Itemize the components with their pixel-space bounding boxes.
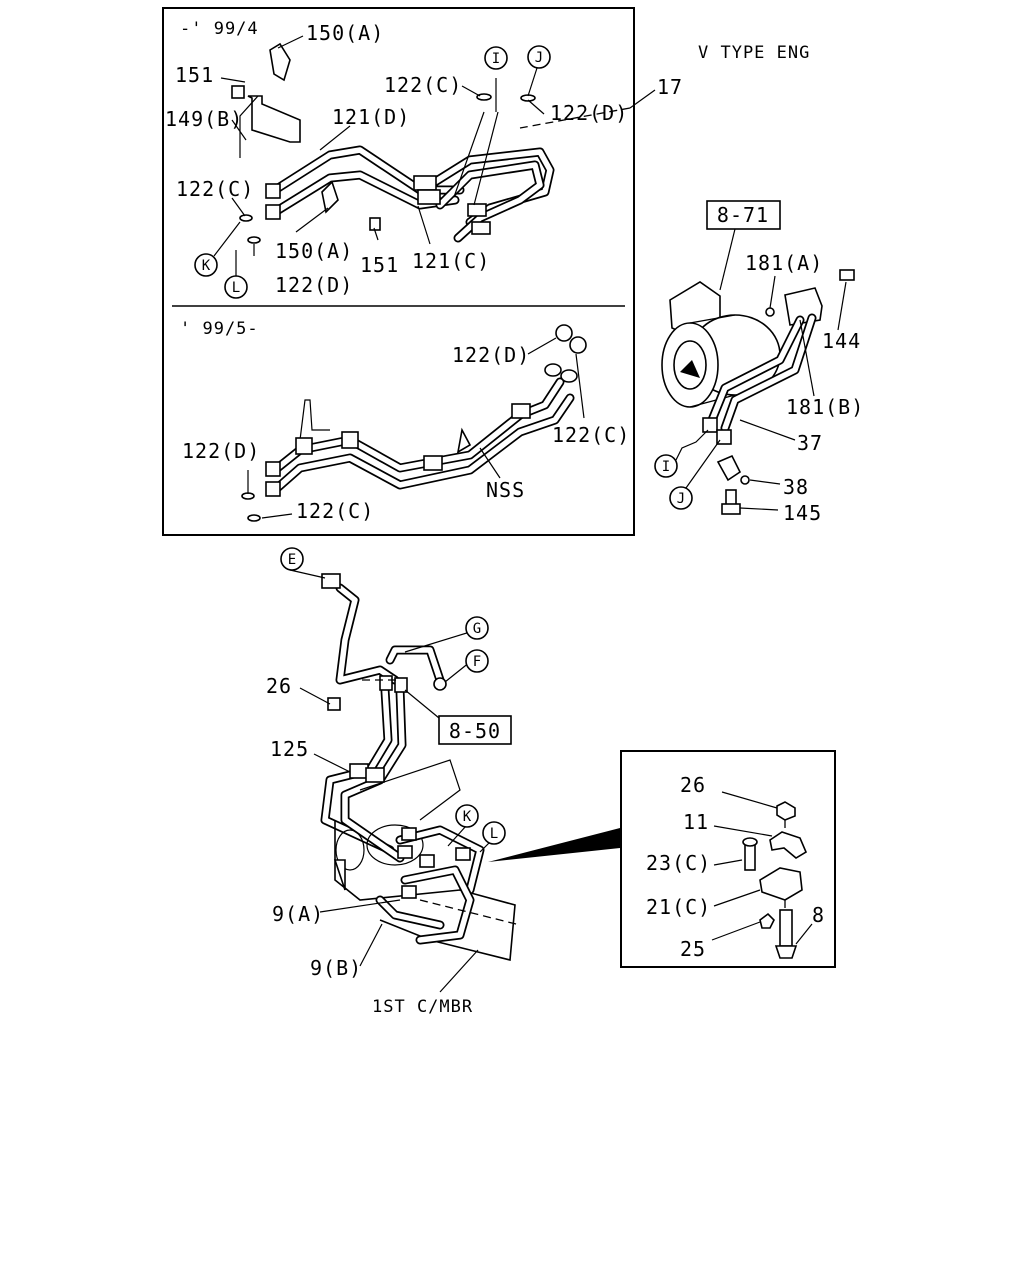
connector-j-right: J bbox=[669, 486, 693, 510]
callout-145: 145 bbox=[783, 501, 822, 525]
callout-122d-top: 122(D) bbox=[550, 101, 628, 125]
callout-121d: 121(D) bbox=[332, 105, 410, 129]
early-period-label: -' 99/4 bbox=[180, 19, 259, 39]
callout-181a: 181(A) bbox=[745, 251, 823, 275]
first-crossmember-label: 1ST C/MBR bbox=[372, 997, 473, 1017]
connector-j-right-label: J bbox=[677, 491, 685, 507]
connector-f: F bbox=[465, 649, 489, 673]
ref-box-871 bbox=[706, 200, 781, 230]
callout-nss: NSS bbox=[486, 478, 525, 502]
callout-17: 17 bbox=[657, 75, 683, 99]
lower-hose-assembly bbox=[320, 573, 521, 962]
callout-144: 144 bbox=[822, 329, 861, 353]
callout-150a-mid: 150(A) bbox=[275, 239, 353, 263]
callout-122c-late-right: 122(C) bbox=[552, 423, 630, 447]
connector-g-label: G bbox=[473, 621, 481, 637]
ref-871-label: 8-71 bbox=[717, 203, 769, 227]
connector-l-top-label: L bbox=[232, 280, 240, 296]
callout-122d-late-left: 122(D) bbox=[182, 439, 260, 463]
callout-181b: 181(B) bbox=[786, 395, 864, 419]
ref-box-850 bbox=[438, 715, 512, 745]
late-period-label: ' 99/5- bbox=[180, 319, 259, 339]
callout-21c: 21(C) bbox=[646, 895, 711, 919]
callout-23c: 23(C) bbox=[646, 851, 711, 875]
callout-26-main: 26 bbox=[266, 674, 292, 698]
callout-8: 8 bbox=[812, 903, 825, 927]
ref-850-label: 8-50 bbox=[449, 719, 501, 743]
callout-122c-top: 122(C) bbox=[384, 73, 462, 97]
callout-151-mid: 151 bbox=[360, 253, 399, 277]
callout-122c-late-bottom: 122(C) bbox=[296, 499, 374, 523]
connector-l-bottom: L bbox=[482, 821, 506, 845]
callout-25: 25 bbox=[680, 937, 706, 961]
compressor bbox=[661, 269, 855, 515]
callout-122c-left: 122(C) bbox=[176, 177, 254, 201]
inset-panel-frame bbox=[620, 750, 836, 968]
callout-9a: 9(A) bbox=[272, 902, 324, 926]
connector-i-top: I bbox=[484, 46, 508, 70]
connector-e: E bbox=[280, 547, 304, 571]
connector-i-top-label: I bbox=[492, 51, 500, 67]
connector-l-bottom-label: L bbox=[490, 826, 498, 842]
callout-149b: 149(B) bbox=[165, 107, 243, 131]
connector-k-top-label: K bbox=[202, 258, 211, 274]
engine-type-label: V TYPE ENG bbox=[698, 43, 810, 63]
callout-151-top: 151 bbox=[175, 63, 214, 87]
early-hose-assembly bbox=[231, 42, 555, 244]
top-panel-frame bbox=[162, 7, 635, 536]
callout-125: 125 bbox=[270, 737, 309, 761]
callout-122d-late-top: 122(D) bbox=[452, 343, 530, 367]
connector-g: G bbox=[465, 616, 489, 640]
connector-f-label: F bbox=[473, 654, 481, 670]
connector-i-right: I bbox=[654, 454, 678, 478]
connector-k-bottom-label: K bbox=[463, 809, 472, 825]
callout-11: 11 bbox=[683, 810, 709, 834]
connector-i-right-label: I bbox=[662, 459, 670, 475]
callout-38: 38 bbox=[783, 475, 809, 499]
connector-j-top: J bbox=[527, 45, 551, 69]
callout-121c: 121(C) bbox=[412, 249, 490, 273]
connector-k-top: K bbox=[194, 253, 218, 277]
connector-k-bottom: K bbox=[455, 804, 479, 828]
connector-e-label: E bbox=[288, 552, 296, 568]
late-hose-assembly bbox=[241, 324, 587, 522]
callout-150a-top: 150(A) bbox=[306, 21, 384, 45]
callout-122d-left: 122(D) bbox=[275, 273, 353, 297]
connector-l-top: L bbox=[224, 275, 248, 299]
callout-9b: 9(B) bbox=[310, 956, 362, 980]
callout-37: 37 bbox=[797, 431, 823, 455]
inset-bracket-assembly bbox=[742, 801, 808, 959]
inset-pointer bbox=[488, 828, 620, 862]
callout-26-inset: 26 bbox=[680, 773, 706, 797]
connector-j-top-label: J bbox=[535, 50, 543, 66]
